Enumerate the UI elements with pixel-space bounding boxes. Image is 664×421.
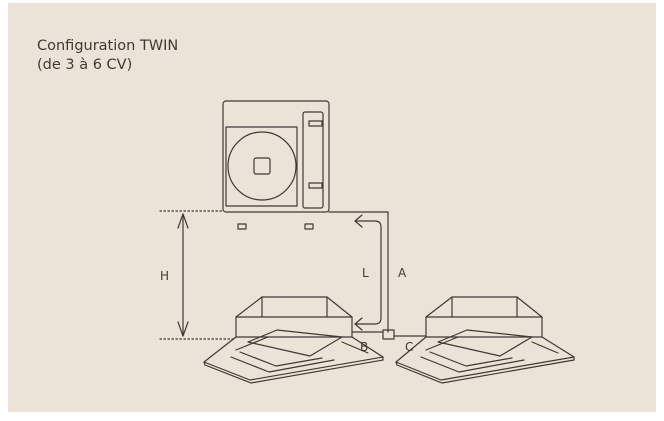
height-label: H	[160, 269, 169, 283]
segment-c-label: C	[405, 340, 413, 354]
indoor-cassette-right-icon	[395, 296, 575, 384]
pipe-length-arrow	[354, 214, 382, 331]
height-dimension	[159, 210, 235, 340]
segment-b-label: B	[360, 340, 368, 354]
diagram-panel	[8, 3, 656, 412]
branch-joint-icon	[382, 329, 395, 340]
pipe-length-label: L	[362, 266, 369, 280]
segment-a-label: A	[398, 266, 407, 280]
refrigerant-piping	[328, 211, 427, 340]
indoor-cassette-left-icon	[203, 296, 384, 384]
outdoor-unit-icon	[222, 100, 330, 230]
diagram-title: Configuration TWIN	[37, 38, 179, 54]
diagram-subtitle: (de 3 à 6 CV)	[37, 57, 133, 73]
